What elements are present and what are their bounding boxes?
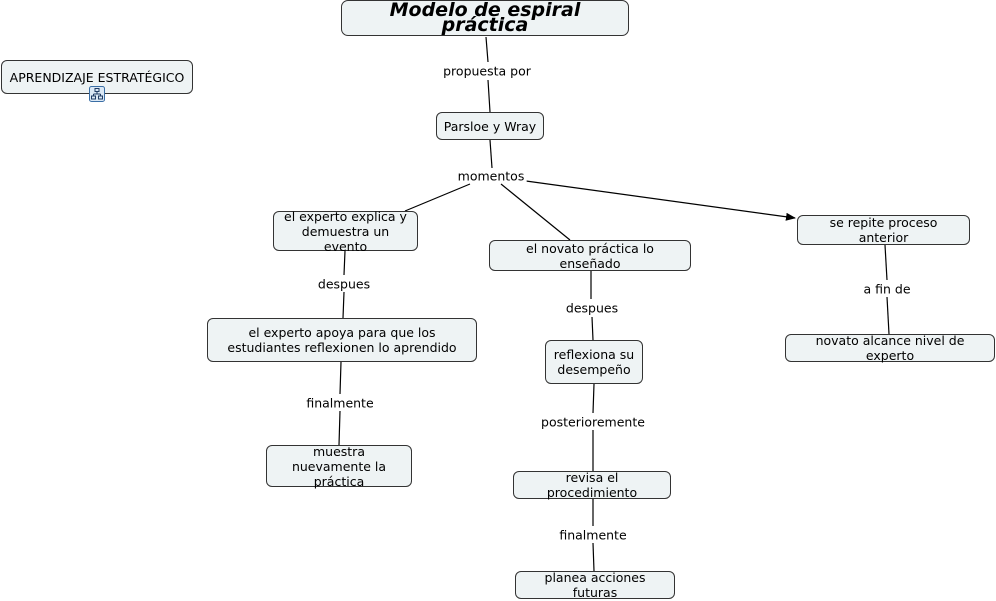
node-se-repite[interactable]: se repite proceso anterior xyxy=(797,215,970,245)
edge-despues-reflexiona xyxy=(591,316,594,341)
edge-momentos-explica xyxy=(404,183,471,212)
label-despues-center: despues xyxy=(563,300,621,316)
label-finalmente-left: finalmente xyxy=(304,395,376,411)
node-parsloe-y-wray[interactable]: Parsloe y Wray xyxy=(436,112,544,140)
node-revisa[interactable]: revisa el procedimiento xyxy=(513,470,671,500)
edge-momentos-novato xyxy=(500,183,571,241)
edge-apoya-finalmente xyxy=(339,361,342,395)
label-posterioremente: posterioremente xyxy=(539,414,647,430)
label-finalmente-center: finalmente xyxy=(557,527,629,543)
edge-propuesta-parsloe xyxy=(487,79,491,113)
edge-afin-alcance xyxy=(886,296,890,335)
edge-despues-apoya xyxy=(342,291,345,319)
node-experto-apoya[interactable]: el experto apoya para que los estudiante… xyxy=(207,318,477,362)
edge-explica-despues xyxy=(343,250,346,276)
label-momentos: momentos xyxy=(455,168,527,184)
edge-finalmente-planea xyxy=(592,542,595,572)
edge-parsloe-momentos xyxy=(489,139,493,169)
map-title[interactable]: Modelo de espiral práctica xyxy=(341,0,629,36)
node-novato-alcance[interactable]: novato alcance nivel de experto xyxy=(785,333,995,363)
edge-finalmente-muestra xyxy=(338,410,341,446)
concept-map-link-icon[interactable] xyxy=(89,86,105,102)
node-experto-explica[interactable]: el experto explica y demuestra un evento xyxy=(273,209,418,254)
edge-repite-afin xyxy=(884,244,888,281)
node-planea[interactable]: planea acciones futuras xyxy=(515,570,675,600)
node-reflexiona[interactable]: reflexiona su desempeño xyxy=(545,340,643,384)
edge-reflexiona-poster xyxy=(592,383,595,414)
label-despues-left: despues xyxy=(315,276,373,292)
node-muestra[interactable]: muestra nuevamente la práctica xyxy=(266,444,412,489)
node-novato-practica[interactable]: el novato práctica lo enseñado xyxy=(489,240,691,271)
edge-title-propuesta xyxy=(485,36,489,63)
edge-momentos-repite xyxy=(525,180,796,221)
label-propuesta-por: propuesta por xyxy=(441,63,533,79)
label-a-fin-de: a fin de xyxy=(861,281,913,297)
